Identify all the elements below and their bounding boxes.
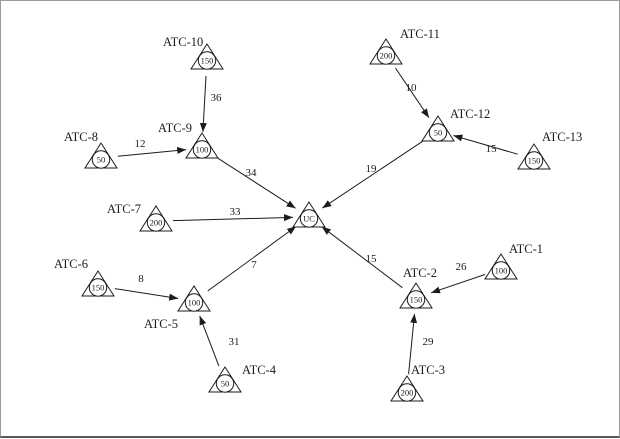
edge-ATC-5-to-UC: [207, 225, 297, 292]
edge-ATC-6-to-ATC-5: [114, 288, 179, 301]
edge-weight-label-ATC-4-to-ATC-5: 31: [229, 336, 240, 348]
node-circle: [299, 209, 319, 228]
edge-ATC-10-to-ATC-9: [199, 75, 207, 133]
node-name-label: ATC-8: [64, 130, 98, 144]
node-ATC-13: 150 ATC-13: [517, 130, 582, 170]
node-value-label: 150: [92, 283, 105, 293]
node-ATC-11: 200 ATC-11: [369, 27, 440, 65]
node-circle: [406, 290, 426, 309]
edge-weight-label-ATC-12-to-UC: 19: [366, 163, 378, 175]
node-ATC-4: 50 ATC-4: [208, 363, 277, 393]
edge-ATC-11-to-ATC-12: [395, 67, 430, 118]
node-ATC-3: 200 ATC-3: [390, 363, 445, 402]
node-name-label: ATC-1: [509, 242, 543, 256]
edge-ATC-13-to-ATC-12: [453, 134, 518, 155]
node-circle: [192, 140, 212, 159]
node-ATC-9: 100 ATC-9: [158, 121, 219, 159]
node-name-label: ATC-4: [242, 363, 277, 377]
edge-weight-label-ATC-5-to-UC: 7: [251, 259, 257, 271]
node-name-label: ATC-3: [411, 363, 445, 377]
node-value-label: 150: [201, 56, 214, 66]
node-value-label: 50: [97, 155, 106, 165]
edge-ATC-7-to-UC: [172, 214, 294, 222]
node-ATC-2: 150 ATC-2: [399, 266, 437, 309]
node-name-label: ATC-2: [403, 266, 437, 280]
edge-weight-label-ATC-11-to-ATC-12: 10: [406, 82, 418, 94]
node-ATC-8: 50 ATC-8: [64, 130, 118, 169]
node-value-label: 100: [196, 145, 209, 155]
edge-weight-label-ATC-9-to-UC: 34: [246, 167, 258, 179]
edge-weight-label-ATC-3-to-ATC-2: 29: [423, 336, 435, 348]
node-circle: [91, 150, 111, 169]
node-circle: [524, 151, 544, 170]
node-circle: [88, 278, 108, 297]
edges-layer: 36 12 34 10 15 19 33 8 7 31 26 29 15: [114, 67, 518, 375]
node-value-label: 100: [495, 266, 508, 276]
node-name-label: ATC-6: [54, 257, 88, 271]
node-value-label: UC: [303, 214, 315, 224]
edge-ATC-2-to-UC: [321, 226, 403, 289]
node-value-label: 50: [434, 128, 443, 138]
node-UC: UC: [292, 201, 326, 228]
edge-weight-label-ATC-7-to-UC: 33: [230, 206, 242, 218]
node-value-label: 200: [401, 388, 414, 398]
edge-ATC-8-to-ATC-9: [117, 146, 187, 157]
edge-weight-label-ATC-6-to-ATC-5: 8: [138, 273, 144, 285]
node-ATC-10: 150 ATC-10: [163, 35, 224, 70]
edge-ATC-4-to-ATC-5: [199, 315, 220, 367]
edge-ATC-3-to-ATC-2: [408, 313, 418, 375]
node-name-label: ATC-7: [107, 202, 141, 216]
node-circle: [376, 46, 396, 65]
edge-ATC-12-to-UC: [322, 139, 425, 209]
node-circle: [146, 213, 166, 232]
edge-weight-label-ATC-2-to-UC: 15: [366, 253, 378, 265]
node-name-label: ATC-10: [163, 35, 203, 49]
node-ATC-12: 50 ATC-12: [421, 107, 490, 142]
node-ATC-6: 150 ATC-6: [54, 257, 115, 297]
edge-ATC-1-to-ATC-2: [430, 274, 486, 294]
node-name-label: ATC-12: [450, 107, 490, 121]
node-name-label: ATC-9: [158, 121, 192, 135]
node-ATC-7: 200 ATC-7: [107, 202, 173, 232]
node-value-label: 150: [410, 295, 423, 305]
node-name-label: ATC-13: [542, 130, 582, 144]
node-circle: [397, 383, 417, 402]
nodes-layer: UC100ATC-1150ATC-2200ATC-350ATC-4100ATC-…: [54, 27, 582, 402]
node-name-label: ATC-5: [144, 317, 178, 331]
node-value-label: 200: [380, 51, 393, 61]
edge-ATC-9-to-UC: [216, 156, 296, 209]
node-value-label: 100: [188, 298, 201, 308]
node-circle: [428, 123, 448, 142]
node-circle: [197, 51, 217, 70]
edge-weight-label-ATC-8-to-ATC-9: 12: [135, 138, 146, 150]
node-value-label: 150: [528, 156, 541, 166]
edge-weight-label-ATC-1-to-ATC-2: 26: [456, 261, 468, 273]
node-circle: [184, 293, 204, 312]
edge-weight-label-ATC-13-to-ATC-12: 15: [486, 143, 498, 155]
node-name-label: ATC-11: [400, 27, 440, 41]
node-value-label: 200: [150, 218, 163, 228]
node-circle: [491, 261, 511, 280]
edge-weight-label-ATC-10-to-ATC-9: 36: [211, 92, 223, 104]
node-value-label: 50: [221, 379, 230, 389]
node-circle: [215, 374, 235, 393]
